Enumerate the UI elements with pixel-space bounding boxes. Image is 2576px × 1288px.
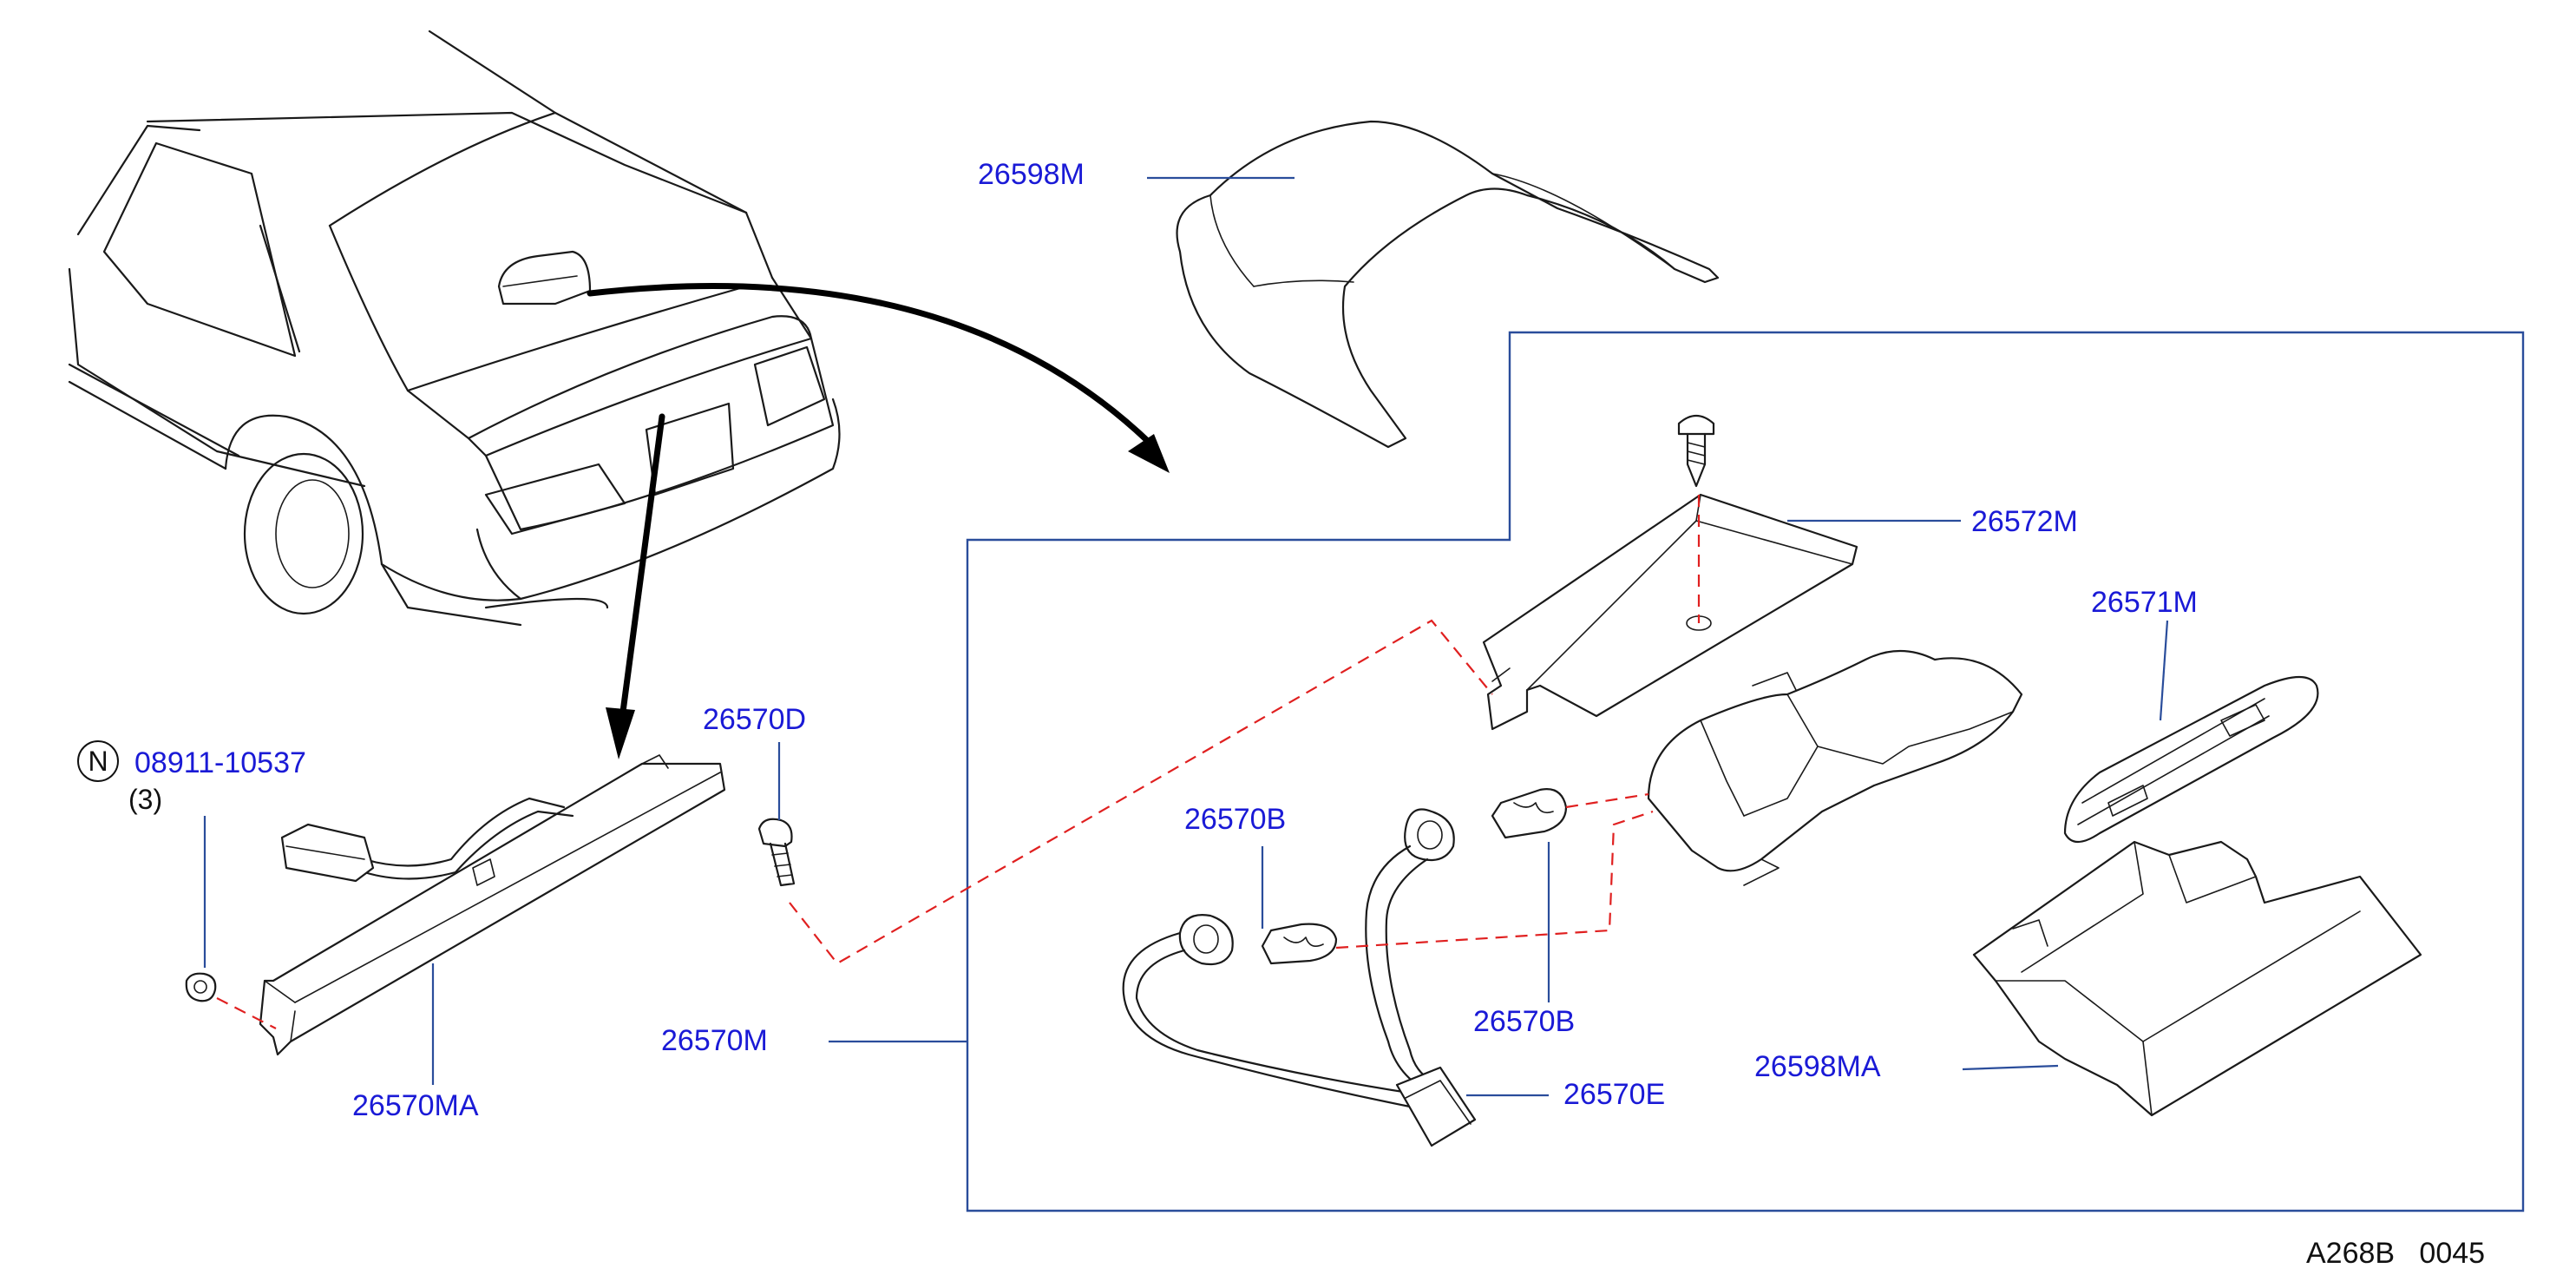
- part-26570ma-lamp: [259, 754, 726, 1056]
- label-26570m: 26570M: [661, 1024, 768, 1057]
- leader-lines: [203, 176, 2169, 1097]
- label-26570b-right: 26570B: [1473, 1005, 1575, 1038]
- label-nut-qty: (3): [128, 784, 162, 815]
- diagram-code: A268B 0045: [2306, 1237, 2485, 1270]
- hidden-lines: [216, 495, 1701, 1029]
- label-26570e: 26570E: [1563, 1078, 1665, 1111]
- straight-arrow: [606, 413, 665, 759]
- part-26598ma-base: [1972, 840, 2422, 1117]
- part-labels: 26598M 26572M 26571M 26570D 26570B 26570…: [77, 158, 2485, 1270]
- exploded-view-frame: [966, 331, 2525, 1212]
- bulb-upper-icon: [1491, 788, 1568, 839]
- clip-26570d-icon: [757, 818, 796, 887]
- label-26570d: 26570D: [703, 703, 806, 736]
- label-26572m: 26572M: [1971, 505, 2078, 538]
- part-26570m-housing: [1647, 649, 2023, 886]
- bulb-lower-icon: [1261, 923, 1338, 965]
- part-26571m-lens: [2063, 676, 2319, 844]
- label-26598ma: 26598MA: [1754, 1050, 1881, 1083]
- nut-icon: [185, 972, 217, 1002]
- label-nut-part: 08911-10537: [134, 746, 306, 779]
- label-26571m: 26571M: [2091, 586, 2198, 619]
- screw-icon: [1677, 414, 1715, 488]
- label-26570ma: 26570MA: [352, 1089, 479, 1122]
- label-nut-symbol: N: [88, 746, 108, 777]
- label-26570b-left: 26570B: [1184, 803, 1286, 836]
- label-26598m: 26598M: [978, 158, 1085, 191]
- wiring-harness: [1122, 808, 1477, 1147]
- part-26598m-cover: [1176, 120, 1720, 449]
- n-circle-icon: [77, 740, 119, 782]
- car-rear-illustration: [68, 30, 841, 627]
- curved-arrow: [587, 283, 1170, 473]
